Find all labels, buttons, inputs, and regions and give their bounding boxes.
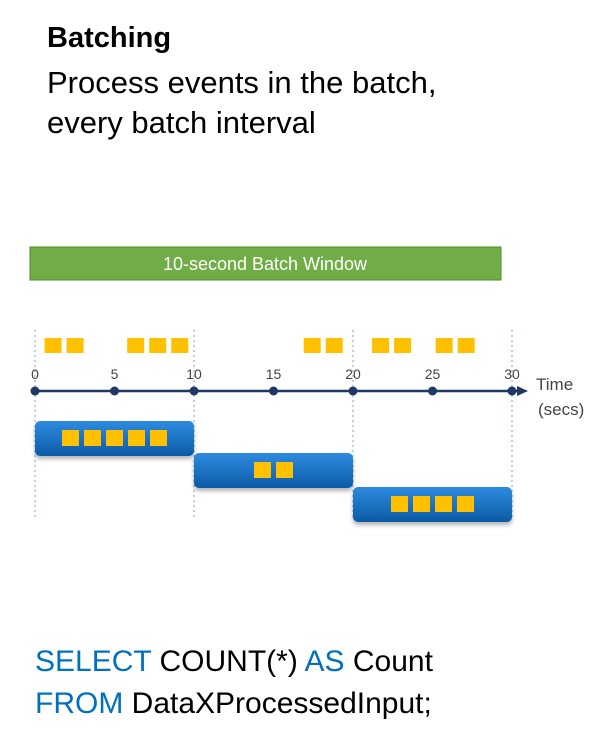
event-square: [127, 338, 145, 353]
batch-event-square: [84, 430, 101, 446]
batching-diagram: 10-second Batch Window 0 5 10 15 20 25 30 Time…: [29, 246, 584, 522]
axis-label-time: Time: [536, 375, 573, 394]
tick-label-5: 5: [111, 366, 119, 382]
tick-label-25: 25: [425, 366, 441, 382]
batch-bar-2: [194, 453, 353, 488]
event-square: [394, 338, 412, 353]
event-square: [325, 338, 343, 353]
select-keyword: SELECT: [35, 645, 152, 678]
event-square: [171, 338, 189, 353]
batch-event-square: [435, 496, 452, 512]
event-square: [435, 338, 453, 353]
batch-event-square: [62, 430, 79, 446]
select-alias: Count: [344, 645, 433, 678]
batch-event-square: [150, 430, 167, 446]
tick-dot-25: [428, 386, 437, 396]
tick-label-20: 20: [345, 366, 361, 382]
tick-label-10: 10: [186, 366, 202, 382]
event-stream: [44, 338, 475, 353]
tick-dot-15: [269, 386, 278, 396]
batch-window-label: 10-second Batch Window: [163, 254, 368, 274]
subtitle-line-1: Process events in the batch,: [47, 65, 437, 100]
batch-event-square: [106, 430, 123, 446]
axis-label-units: (secs): [538, 400, 584, 419]
batch-event-square: [128, 430, 145, 446]
heading: Batching: [47, 22, 172, 54]
batch-event-square: [413, 496, 430, 512]
as-keyword: AS: [304, 645, 345, 678]
time-axis: 0 5 10 15 20 25 30 Time (secs): [30, 366, 584, 419]
event-square: [372, 338, 390, 353]
batch-window-banner: 10-second Batch Window: [29, 246, 502, 281]
from-table: DataXProcessedInput;: [123, 687, 432, 720]
event-square: [457, 338, 475, 353]
subtitle-line-2: every batch interval: [47, 105, 316, 140]
query-code: SELECT COUNT(*) AS Count FROM DataXProce…: [35, 641, 433, 725]
from-keyword: FROM: [35, 687, 124, 720]
batch-event-square: [457, 496, 474, 512]
tick-label-30: 30: [504, 366, 520, 382]
batch-results: [35, 421, 512, 522]
tick-dot-5: [110, 386, 119, 396]
batch-bar-3: [353, 487, 512, 522]
tick-dot-30: [507, 386, 517, 396]
tick-dot-10: [189, 386, 199, 396]
tick-label-15: 15: [266, 366, 282, 382]
batch-event-square: [276, 462, 293, 478]
batch-bar-body: [194, 453, 353, 488]
tick-dot-0: [30, 386, 40, 396]
event-square: [149, 338, 167, 353]
event-square: [66, 338, 84, 353]
batch-event-square: [254, 462, 271, 478]
tick-label-0: 0: [31, 366, 39, 382]
batch-event-square: [391, 496, 408, 512]
select-expression: COUNT(*): [151, 645, 305, 678]
tick-dot-20: [348, 386, 358, 396]
event-square: [303, 338, 321, 353]
window-dividers: [34, 330, 513, 520]
subtitle: Process events in the batch, every batch…: [47, 63, 567, 143]
event-square: [44, 338, 62, 353]
batch-bar-1: [35, 421, 194, 456]
batch-bar-body: [353, 487, 512, 522]
axis-arrowhead: [517, 386, 528, 396]
